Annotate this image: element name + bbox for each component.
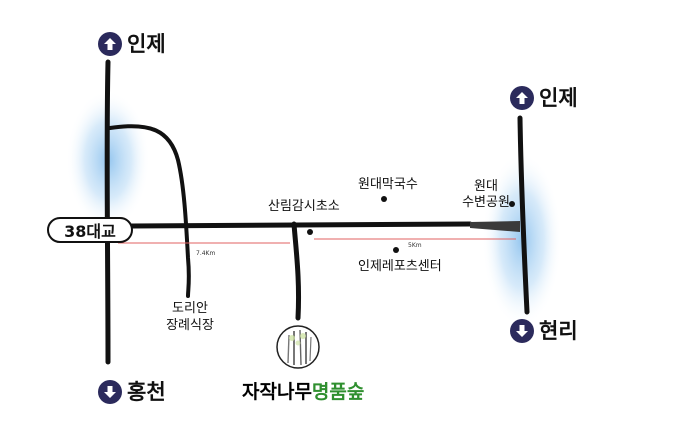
poi-wondae-park-dot [509,201,515,207]
direction-label: 인제 [539,85,578,110]
bridge-label-38: 38대교 [47,217,133,243]
distance-label-left: 7.4Km [196,250,216,257]
road-dori-curve [108,124,191,298]
arrow-up-icon [510,86,534,110]
road-left-vertical [104,59,111,365]
direction-top-right: 인제 [510,86,578,110]
label-line: 도리안 [172,301,208,316]
road-forest-branch [291,221,302,321]
brand-title: 자작나무명품숲 [242,383,364,402]
poi-sanrim-dot [307,229,313,235]
label-line: 원대 [474,179,498,194]
direction-bottom-left: 홍천 [98,380,166,404]
poi-sports-center-dot [393,247,399,253]
arrow-down-icon [98,380,122,404]
poi-wondae-makguksu-dot [381,196,387,202]
distance-label-right: 5Km [408,242,422,249]
direction-label: 현리 [539,318,578,343]
label-sports-center: 인제레포츠센터 [358,259,442,274]
road-main-wedge [470,221,520,232]
label-wondae-park: 원대 수변공원 [456,180,516,209]
direction-label: 홍천 [127,379,166,404]
direction-label: 인제 [127,31,166,56]
label-dori-funeral: 도리안 장례식장 [160,302,220,332]
brand-main: 자작나무 [242,381,312,403]
birch-forest-logo [276,325,320,369]
road-right-vertical [517,115,530,315]
brand-highlight: 명품숲 [311,381,365,403]
arrow-up-icon [98,32,122,56]
label-sanrim-office: 산림감시초소 [268,199,340,214]
direction-bottom-right: 현리 [510,319,578,343]
road-main-horizontal [129,221,473,229]
label-wondae-makguksu: 원대막국수 [358,177,418,192]
direction-top-left: 인제 [98,32,166,56]
label-line: 수변공원 [462,195,510,210]
arrow-down-icon [510,319,534,343]
label-line: 장례식장 [166,318,214,333]
